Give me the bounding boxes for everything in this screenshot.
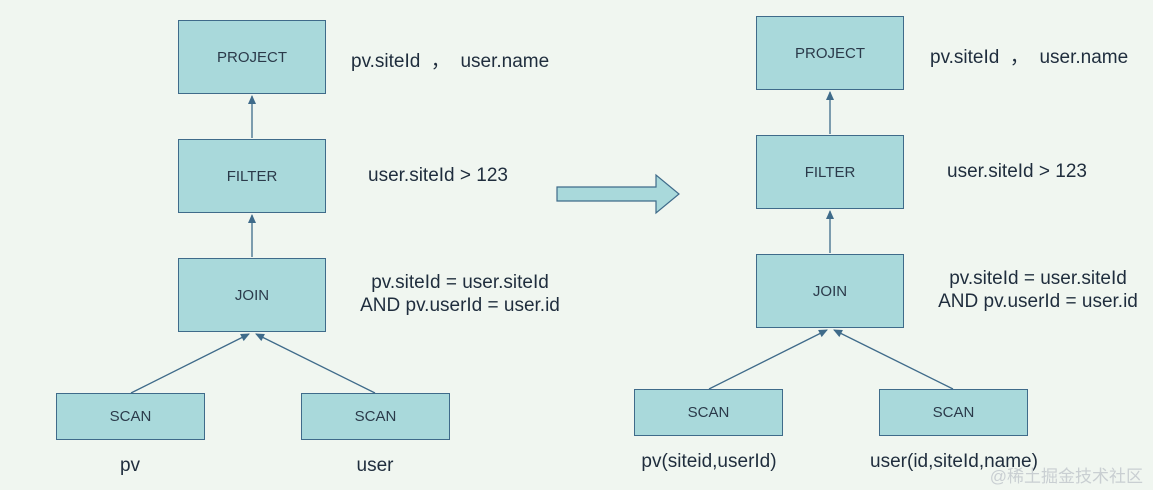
right-filter-node: FILTER <box>756 135 904 209</box>
edge-left-scanuser-to-join <box>255 333 376 394</box>
right-join-label: JOIN <box>812 282 848 300</box>
right-scan-user-node: SCAN <box>879 389 1028 436</box>
right-scan-pv-table: pv(siteid,userId) <box>641 451 777 472</box>
left-project-node: PROJECT <box>178 20 326 94</box>
right-project-expr: pv.siteId ， user.name <box>930 47 1129 68</box>
edge-right-scanuser-to-join <box>833 329 954 390</box>
left-scan-pv-table: pv <box>119 455 141 476</box>
right-join-expr-2: AND pv.userId = user.id <box>938 291 1138 312</box>
edge-left-scanpv-to-join <box>130 333 250 394</box>
left-scan-user-table: user <box>356 455 394 476</box>
right-project-node: PROJECT <box>756 16 904 90</box>
right-filter-label: FILTER <box>804 163 856 181</box>
watermark: @稀土掘金技术社区 <box>989 467 1143 486</box>
edge-right-scanpv-to-join <box>708 329 828 390</box>
left-filter-label: FILTER <box>226 167 278 185</box>
right-filter-expr: user.siteId > 123 <box>947 161 1087 182</box>
left-join-node: JOIN <box>178 258 326 332</box>
left-scan-pv-node: SCAN <box>56 393 205 440</box>
right-scan-user-label: SCAN <box>932 404 975 421</box>
left-project-label: PROJECT <box>216 48 287 66</box>
left-scan-user-node: SCAN <box>301 393 450 440</box>
left-project-expr: pv.siteId ， user.name <box>351 51 550 72</box>
left-scan-pv-label: SCAN <box>109 408 152 425</box>
right-project-label: PROJECT <box>794 44 865 62</box>
left-join-expr-2: AND pv.userId = user.id <box>360 295 560 316</box>
right-scan-pv-node: SCAN <box>634 389 783 436</box>
left-join-expr-1: pv.siteId = user.siteId <box>371 272 549 293</box>
transform-arrow <box>556 173 680 215</box>
left-filter-node: FILTER <box>178 139 326 213</box>
right-join-node: JOIN <box>756 254 904 328</box>
right-scan-pv-label: SCAN <box>687 404 730 421</box>
left-scan-user-label: SCAN <box>354 408 397 425</box>
left-filter-expr: user.siteId > 123 <box>368 165 508 186</box>
right-scan-user-table: user(id,siteId,name) <box>870 451 1038 472</box>
left-join-label: JOIN <box>234 286 270 304</box>
right-join-expr-1: pv.siteId = user.siteId <box>949 268 1127 289</box>
